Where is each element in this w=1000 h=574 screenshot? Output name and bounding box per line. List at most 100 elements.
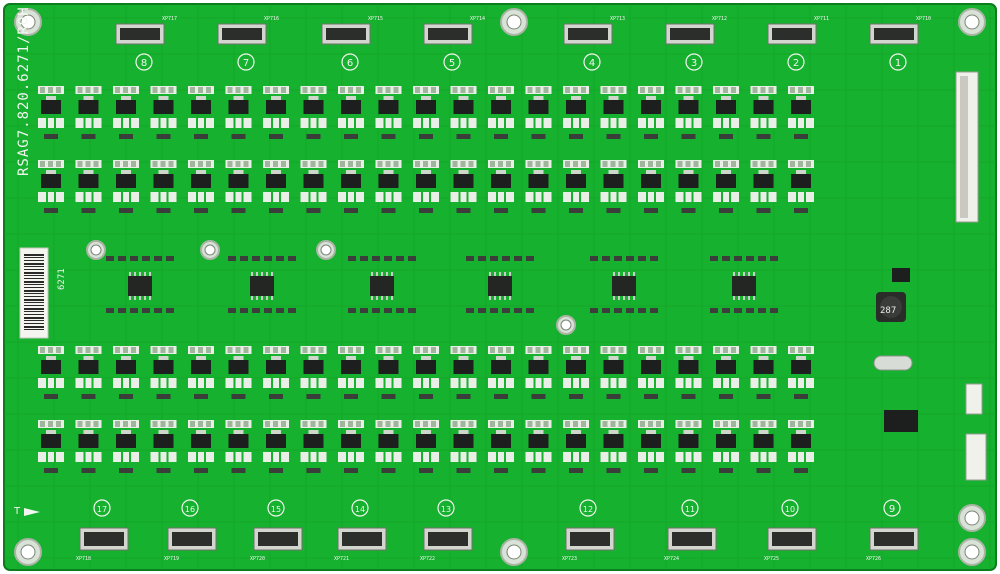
mosfet-cell [750,160,777,213]
connector-ref: XP715 [368,16,383,22]
connector-number: 12 [579,499,597,517]
top-connector [217,23,267,45]
mosfet-cell [338,160,364,213]
mosfet-cell [413,86,439,139]
mosfet-cell [788,346,814,399]
connector-ref: XP726 [866,556,881,562]
main-connector-pins [960,76,968,218]
mosfet-cell [450,86,477,139]
mosfet-cell [150,346,177,399]
mosfet-cell [450,160,477,213]
connector-ref: XP724 [664,556,679,562]
connector-number: 4 [583,53,601,71]
mounting-holes [14,8,986,566]
connector-ref: XP718 [76,556,91,562]
mosfet-cell [600,86,627,139]
mosfet-cell [638,346,664,399]
mounting-hole [200,240,220,260]
bottom-connector [667,527,717,551]
svg-text:17: 17 [97,505,107,514]
top-connector [869,23,919,45]
mosfet-cell [263,160,289,213]
mounting-hole [14,538,42,566]
barcode-label [19,247,49,339]
connector-number: 16 [181,499,199,517]
mosfet-cell [413,420,439,473]
top-connector [767,23,817,45]
svg-text:8: 8 [141,58,147,69]
mosfet-cell [638,160,664,213]
mosfet-cell [638,420,664,473]
mosfet-cell [675,160,702,213]
mosfet-cell [75,160,102,213]
mosfet-cell [413,346,439,399]
bottom-connector [565,527,615,551]
side-connector [965,433,987,481]
connector-number: 5 [443,53,461,71]
connector-ref: XP711 [814,16,829,22]
corner-label: T [13,506,21,517]
mosfet-cell [225,160,252,213]
connector-ref: XP721 [334,556,349,562]
mosfet-cell [188,420,214,473]
mosfet-cell [375,160,402,213]
mosfet-cell [75,346,102,399]
mosfet-cell [713,346,739,399]
mosfet-cell [113,160,139,213]
mosfet-cell [488,86,514,139]
bottom-connector [253,527,303,551]
mosfet-cell [188,160,214,213]
mosfet-cell [525,160,552,213]
bottom-connector [79,527,129,551]
mosfet-cell [600,160,627,213]
mosfet-cell [525,420,552,473]
svg-text:5: 5 [449,58,455,69]
connector-number: 9 [883,499,901,517]
control-ic-small [892,268,910,282]
mosfet-cell [450,420,477,473]
mosfet-cell [150,86,177,139]
mosfet-cell [338,420,364,473]
connector-number: 8 [135,53,153,71]
connector-number: 13 [437,499,455,517]
mounting-hole [14,8,42,36]
connector-ref: XP723 [562,556,577,562]
mosfet-cell [225,346,252,399]
connector-ref: XP717 [162,16,177,22]
connector-ref: XP722 [420,556,435,562]
mosfet-cell [525,86,552,139]
connector-number: 15 [267,499,285,517]
connector-number: 7 [237,53,255,71]
mosfet-cell [375,346,402,399]
mosfet-cell [675,86,702,139]
crystal-oscillator [873,355,913,371]
mosfet-cell [263,346,289,399]
svg-text:14: 14 [355,505,365,514]
mosfet-cell [113,346,139,399]
driver-ic [710,256,778,313]
connector-ref: XP713 [610,16,625,22]
connector-ref: XP712 [712,16,727,22]
mosfet-cell [563,86,589,139]
connector-ref: XP720 [250,556,265,562]
mosfet-cell [788,86,814,139]
mosfet-cell [338,346,364,399]
svg-text:10: 10 [785,505,795,514]
connector-number: 17 [93,499,111,517]
mosfet-cell [788,160,814,213]
mosfet-cell [300,420,327,473]
svg-text:12: 12 [583,505,593,514]
bottom-connector-row [79,527,919,551]
bottom-connector [869,527,919,551]
bottom-connector [767,527,817,551]
driver-ic-row [106,256,778,313]
top-connector [563,23,613,45]
mosfet-cell [488,346,514,399]
mosfet-cell [300,346,327,399]
connector-ref: XP714 [470,16,485,22]
svg-text:3: 3 [691,58,697,69]
mosfet-cell [263,420,289,473]
mounting-hole [500,8,528,36]
